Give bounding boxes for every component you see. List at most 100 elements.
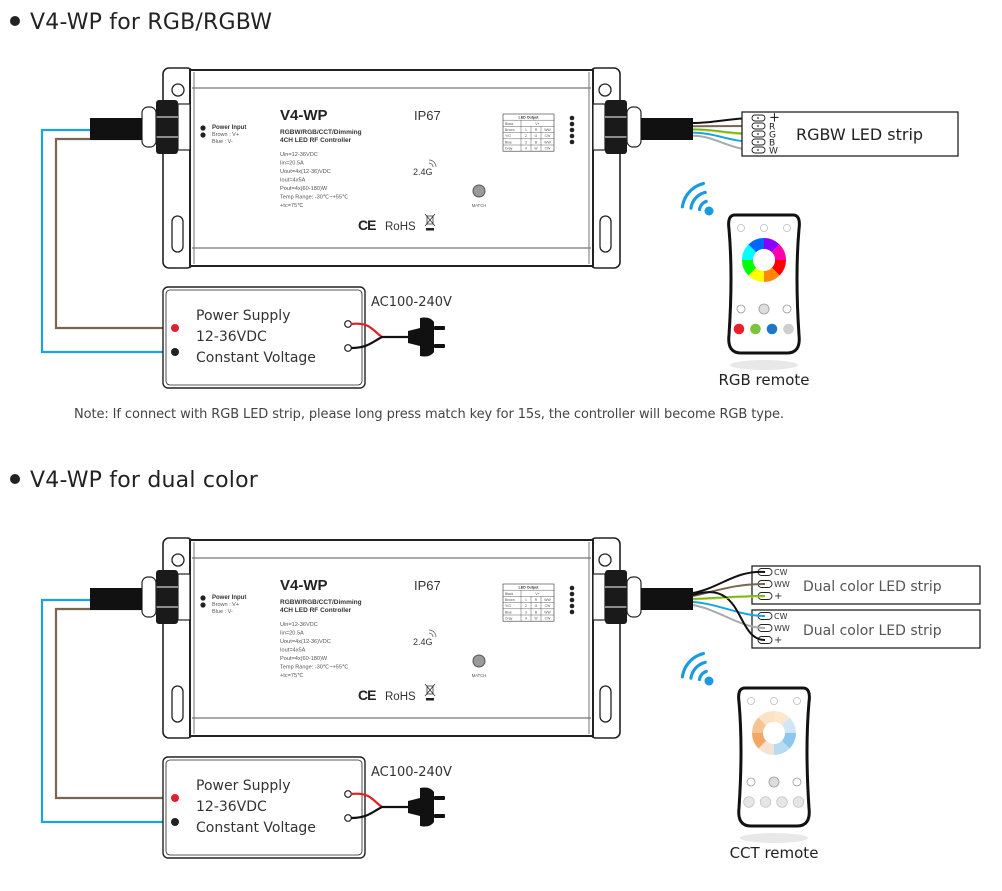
- power-supply-line2: 12-36VDC: [196, 799, 267, 815]
- left-cable-gland: [90, 570, 191, 624]
- bullet-icon: [10, 16, 20, 26]
- section-title-text: V4-WP for RGB/RGBW: [30, 10, 273, 35]
- negative-terminal-icon: [171, 348, 179, 356]
- gland-cap: [141, 106, 157, 148]
- positive-terminal-icon: [171, 794, 179, 802]
- ac-wire-neutral: [350, 335, 410, 350]
- note-text: Note: If connect with RGB LED strip, ple…: [74, 407, 784, 422]
- spec-line: Temp Range: -30℃~+55℃: [280, 665, 349, 671]
- ce-mark-icon: CE: [358, 687, 376, 703]
- spec-line: +tc=75℃: [280, 673, 304, 679]
- mount-hole-icon: [598, 83, 612, 97]
- terminal-dot-icon: [200, 125, 206, 131]
- strip-pin-label: CW: [774, 568, 788, 577]
- table-cell: G: [535, 134, 538, 138]
- table-cell: W: [534, 147, 538, 151]
- strip-pin-label: +: [774, 635, 782, 646]
- ac-screw-icon: [344, 814, 352, 822]
- strip-pin-label: CW: [774, 612, 788, 621]
- spec-line: Uout=4x(12-36)VDC: [280, 169, 331, 175]
- ac-plug-icon: [408, 317, 445, 357]
- spec-line: Uin=12-36VDC: [280, 622, 318, 628]
- spec-line: Pout=4x(60-180)W: [280, 656, 328, 662]
- mount-hole-icon: [171, 83, 185, 97]
- ac-screw-icon: [344, 790, 352, 798]
- table-cell: 1: [525, 598, 527, 602]
- output-wire: [692, 570, 766, 594]
- output-wire: [692, 604, 766, 629]
- controller-subtitle-1: RGBW/RGB/CCT/Dimming: [280, 129, 362, 136]
- match-button[interactable]: [472, 184, 486, 198]
- output-terminal-dot-icon: [569, 139, 575, 145]
- spec-line: Pout=4x(60-180)W: [280, 186, 328, 192]
- output-terminal-dot-icon: [569, 127, 575, 133]
- power-supply-line2: 12-36VDC: [196, 329, 267, 345]
- table-title: LED Output: [519, 586, 540, 590]
- power-supply-line3: Constant Voltage: [196, 820, 316, 836]
- signal-icon: [428, 159, 437, 168]
- ac-wire-live: [350, 792, 383, 808]
- table-cell: R: [535, 598, 538, 602]
- bin-bar: [426, 228, 434, 231]
- ce-mark-icon: CE: [358, 217, 376, 233]
- output-terminal-dot-icon: [569, 121, 575, 127]
- power-input-title: Power Input: [212, 125, 246, 131]
- wifi-arc: [680, 181, 705, 209]
- plug-body: [408, 787, 434, 827]
- gland-hex: [156, 100, 178, 154]
- strip-box: [751, 609, 981, 649]
- gland-hex: [605, 570, 627, 624]
- spec-line: Iout=4x5A: [280, 178, 306, 184]
- ac-screw-icon: [344, 344, 352, 352]
- frequency-label: 2.4G: [413, 637, 433, 647]
- table-cell: Y/G: [505, 134, 511, 138]
- strip-pin-label: +: [769, 111, 780, 126]
- table-cell: CW: [545, 134, 551, 138]
- ac-wire-live: [350, 322, 383, 338]
- power-input-brown: Brown : V+: [212, 602, 239, 608]
- power-supply-line1: Power Supply: [196, 778, 291, 794]
- match-label: MATCH: [472, 203, 487, 208]
- output-wire: [692, 601, 766, 617]
- gland-nut: [177, 103, 191, 151]
- terminal-dot-icon: [200, 595, 206, 601]
- negative-terminal-icon: [171, 818, 179, 826]
- table-cell: Gray: [505, 147, 513, 151]
- gland-nut: [177, 573, 191, 621]
- wifi-arc: [680, 651, 705, 679]
- table-cell: CW: [545, 604, 551, 608]
- wifi-arc: [689, 190, 707, 210]
- plug-prong: [434, 326, 445, 330]
- spec-line: Iin=20.5A: [280, 161, 304, 167]
- match-label: MATCH: [472, 673, 487, 678]
- bin-bar: [426, 698, 434, 701]
- cable: [90, 118, 142, 140]
- cable: [641, 118, 693, 140]
- wireless-signal-icon: [680, 181, 714, 216]
- table-cell: B: [535, 140, 538, 144]
- output-wire-stripe: [692, 596, 766, 601]
- table-cell: W: [534, 617, 538, 621]
- cable: [90, 588, 142, 610]
- mount-hole-icon: [171, 553, 185, 567]
- section-title-text: V4-WP for dual color: [30, 468, 259, 493]
- mount-slot-icon: [599, 215, 612, 253]
- table-cell: 4: [525, 617, 527, 621]
- strip-box: [741, 111, 959, 157]
- weee-bin-icon: [424, 683, 436, 701]
- match-button[interactable]: [472, 654, 486, 668]
- spec-line: Uout=4x(12-36)VDC: [280, 639, 331, 645]
- strip-pin-label: WW: [774, 580, 790, 589]
- positive-terminal-icon: [171, 324, 179, 332]
- table-cell: CW: [545, 147, 551, 151]
- pad-dot: [757, 125, 759, 127]
- plug-prong: [434, 344, 445, 348]
